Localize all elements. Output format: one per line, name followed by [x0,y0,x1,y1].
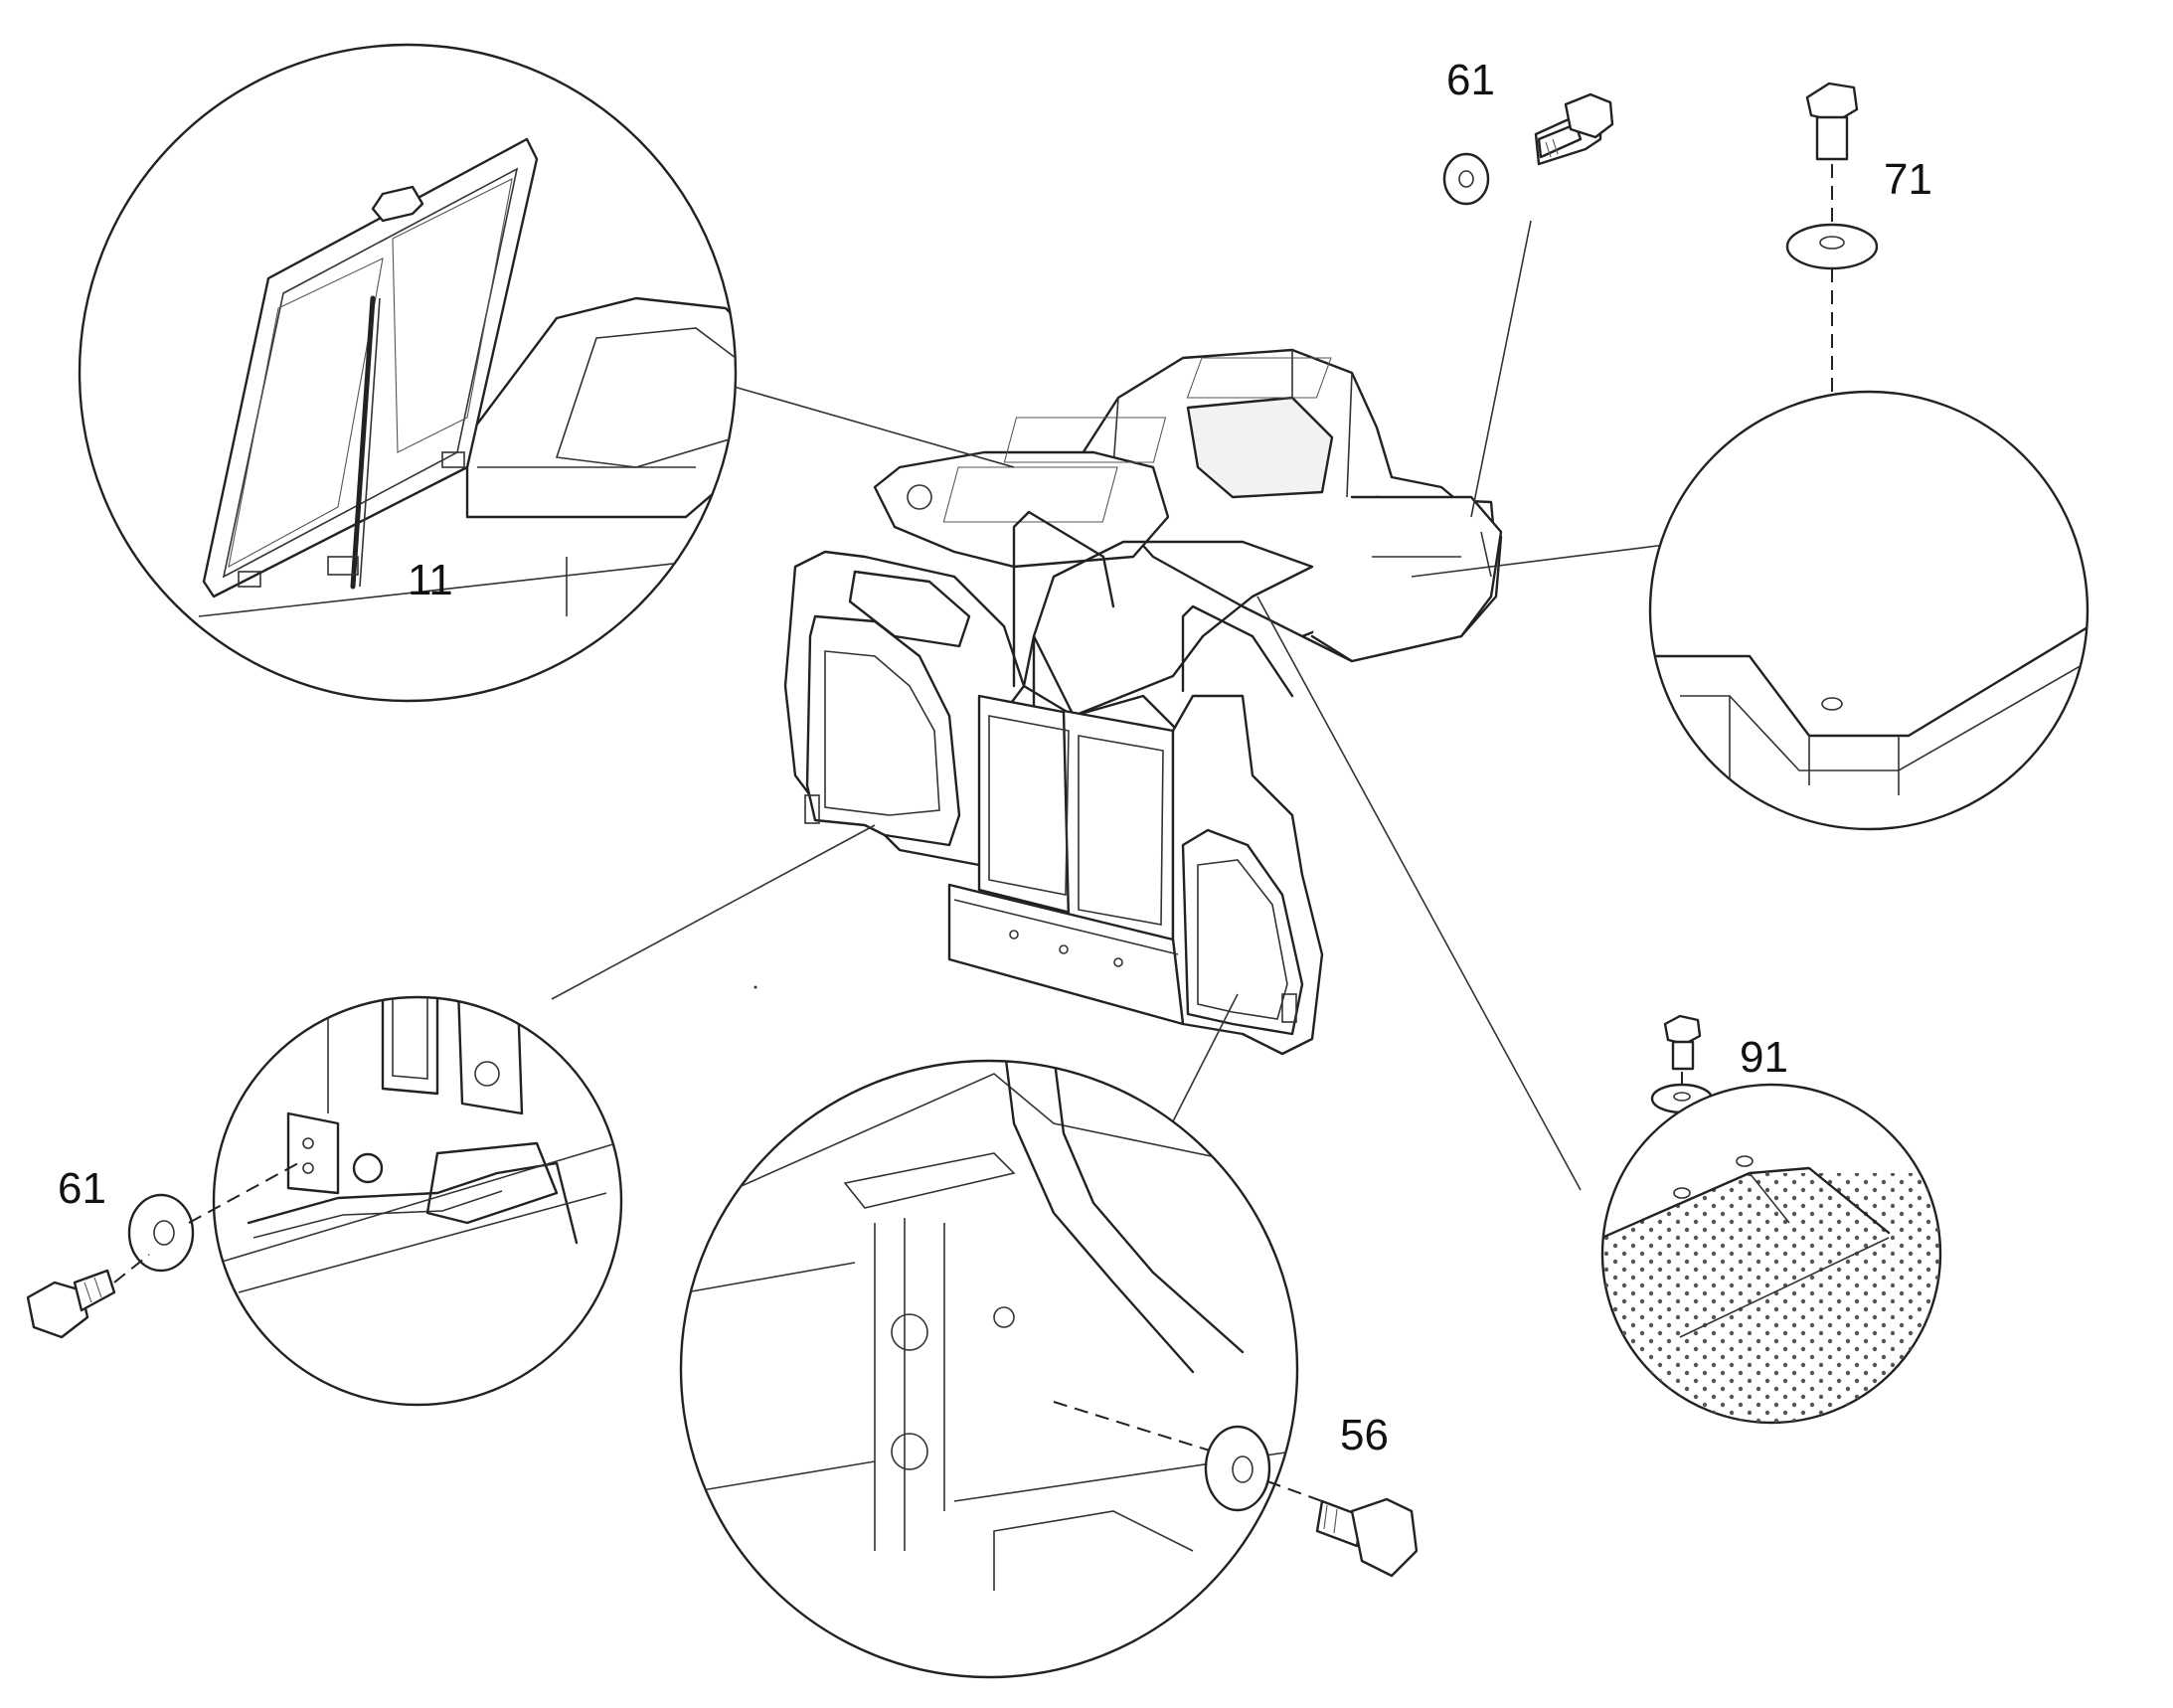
bolt-61-hinge: 61 [26,1162,299,1339]
callout-56: 56 [1340,1411,1389,1459]
detail-circle-cover [1648,390,2089,831]
callout-11: 11 [408,556,453,604]
detail-circle-hatch: 11 [78,43,738,703]
callout-61-hinge: 61 [58,1164,106,1213]
bolt-56: 56 [1204,1411,1419,1578]
bolt-71: 71 [1785,82,1932,701]
bolt-91: 91 [1650,1014,1788,1193]
callout-61-top: 61 [1446,56,1495,104]
main-assembly [783,348,1503,1056]
detail-circle-frame [679,1059,1299,1679]
leader-lines [551,220,1666,1191]
detail-circle-walkway [1600,1083,1942,1425]
callout-71: 71 [1884,155,1932,204]
detail-circle-hinge [212,995,623,1407]
callout-91: 91 [1740,1033,1788,1082]
bolt-61-top: 61 [1442,56,1614,206]
